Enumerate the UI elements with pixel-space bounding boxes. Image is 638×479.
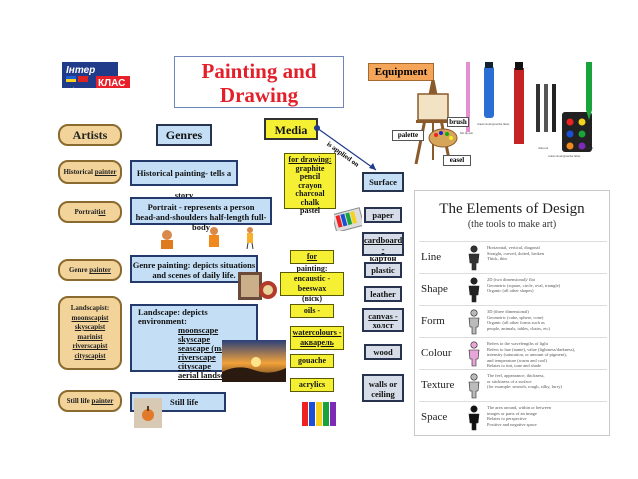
artist-landscapist: Landscapist: moonscapist skyscapist mari… bbox=[58, 296, 122, 370]
genre-historical: Historical painting- tells a story bbox=[130, 160, 238, 186]
person-icon bbox=[467, 245, 481, 271]
element-name: Space bbox=[421, 411, 457, 423]
element-row-form: Form 3D (three dimensional)Geometric (cub… bbox=[419, 305, 607, 338]
still-life-image bbox=[134, 398, 162, 428]
element-name: Texture bbox=[421, 379, 457, 391]
element-name: Line bbox=[421, 251, 457, 263]
element-row-colour: Colour Refers to the wavelengths of light… bbox=[419, 337, 607, 370]
artist-genre-painter: Genre painter bbox=[58, 259, 122, 281]
genre-painting-image bbox=[238, 272, 278, 302]
genres-heading: Genres bbox=[156, 124, 212, 146]
landscapist-line: marinist bbox=[60, 333, 120, 343]
media-heading: Media bbox=[264, 118, 318, 140]
artist-portraitist: Portraitist bbox=[58, 201, 122, 223]
media-drawing: for drawing: graphite pencil crayon char… bbox=[284, 153, 336, 209]
palette-label: palette bbox=[392, 130, 424, 141]
landscape-line-1: Landscape: depicts environment: bbox=[138, 308, 250, 326]
media-encaustic: encaustic - beeswax (віск) bbox=[280, 272, 344, 296]
surface-walls: walls or ceiling bbox=[362, 374, 404, 402]
title-line-2: Drawing bbox=[175, 83, 343, 107]
surface-leather: leather bbox=[364, 286, 402, 302]
tubes-label-1: watercolour/gouache tubes bbox=[477, 122, 509, 126]
landscapist-line: Landscapist: bbox=[60, 304, 120, 314]
artist-still-life-painter: Still life painter bbox=[58, 390, 122, 412]
page-title: Painting and Drawing bbox=[174, 56, 344, 108]
element-name: Form bbox=[421, 315, 457, 327]
landscapist-line: riverscapist bbox=[60, 342, 120, 352]
watercolours-line-2: акварель bbox=[291, 338, 343, 348]
surface-wood: wood bbox=[364, 344, 402, 360]
art-supplies-illustration bbox=[462, 60, 602, 160]
watercolours-line-1: watercolours - bbox=[291, 328, 343, 338]
title-line-1: Painting and bbox=[175, 59, 343, 83]
walls-line-1: walls or bbox=[364, 379, 402, 389]
easel-label: easel bbox=[443, 155, 471, 166]
encaustic-line-2: (віск) bbox=[281, 294, 343, 304]
landscapist-line: moonscapist bbox=[60, 314, 120, 324]
cardboard-line-1: cardboard - bbox=[364, 236, 402, 254]
element-row-texture: Texture The feel, appearance, thickness,o… bbox=[419, 369, 607, 402]
genre-portrait: Portrait - represents a person head-and-… bbox=[130, 197, 272, 225]
painting-heading: for painting: bbox=[290, 250, 334, 264]
landscapist-line: cityscapist bbox=[60, 352, 120, 362]
painting-heading-text: for painting: bbox=[296, 252, 327, 273]
media-acrylics: acrylics bbox=[290, 378, 334, 392]
portrait-figures-illustration bbox=[158, 227, 258, 249]
charcoal-label: charcoal bbox=[538, 146, 548, 150]
media-oils: oils - bbox=[290, 304, 334, 318]
equipment-label: Equipment bbox=[368, 63, 434, 81]
element-name: Shape bbox=[421, 283, 457, 295]
encaustic-line-1: encaustic - beeswax bbox=[281, 274, 343, 294]
drawing-item: pastel bbox=[285, 207, 335, 216]
element-description: 3D (three dimensional)Geometric (cube, s… bbox=[487, 309, 605, 331]
surface-plastic: plastic bbox=[364, 262, 402, 278]
surface-cardboard: cardboard - картон bbox=[362, 232, 404, 256]
artist-historical-painter: Historical painter bbox=[58, 160, 122, 184]
genre-line-1: Genre painting: depicts situations bbox=[132, 260, 256, 270]
person-icon bbox=[467, 405, 481, 431]
school-logo: Інтер КЛАС АНГЛІЙСЬКА ШКОЛА bbox=[62, 60, 152, 90]
landscape-image bbox=[222, 340, 286, 382]
pastels-image bbox=[334, 205, 362, 231]
elements-of-design-panel: The Elements of Design (the tools to mak… bbox=[414, 190, 610, 436]
person-icon bbox=[467, 277, 481, 303]
element-name: Colour bbox=[421, 347, 457, 359]
tubes-label-2: watercolour/gouache tubes bbox=[548, 154, 580, 158]
svg-text:Інтер: Інтер bbox=[66, 65, 95, 76]
element-description: The feel, appearance, thickness,or stick… bbox=[487, 373, 605, 390]
person-icon bbox=[467, 373, 481, 399]
surface-heading: Surface bbox=[362, 172, 404, 192]
drawing-item: graphite pencil bbox=[285, 165, 335, 182]
marker-label: marker bbox=[585, 146, 594, 150]
element-description: 2D (two dimensional)/ flatGeometric (squ… bbox=[487, 277, 605, 294]
landscapist-line: skyscapist bbox=[60, 323, 120, 333]
felt-tip-label: felt tip pen bbox=[460, 131, 473, 135]
elements-title: The Elements of Design bbox=[415, 201, 609, 218]
brush-label: brush bbox=[447, 117, 469, 127]
walls-line-2: ceiling bbox=[364, 389, 402, 399]
media-gouache: gouache bbox=[290, 354, 334, 368]
surface-canvas: canvas - холст bbox=[362, 308, 404, 332]
media-watercolours: watercolours - акварель bbox=[290, 326, 344, 350]
svg-text:АНГЛІЙСЬКА ШКОЛА: АНГЛІЙСЬКА ШКОЛА bbox=[64, 87, 94, 90]
palette-icon bbox=[428, 128, 458, 148]
svg-text:КЛАС: КЛАС bbox=[98, 78, 125, 89]
artists-heading: Artists bbox=[58, 124, 122, 146]
surface-paper: paper bbox=[364, 207, 402, 223]
person-icon bbox=[467, 309, 481, 335]
elements-subtitle: (the tools to make art) bbox=[415, 219, 609, 230]
portrait-line-1: Portrait - represents a person bbox=[132, 202, 270, 212]
paint-tubes-image bbox=[300, 398, 340, 428]
canvas-line-2: холст bbox=[364, 321, 402, 330]
person-icon bbox=[467, 341, 481, 367]
